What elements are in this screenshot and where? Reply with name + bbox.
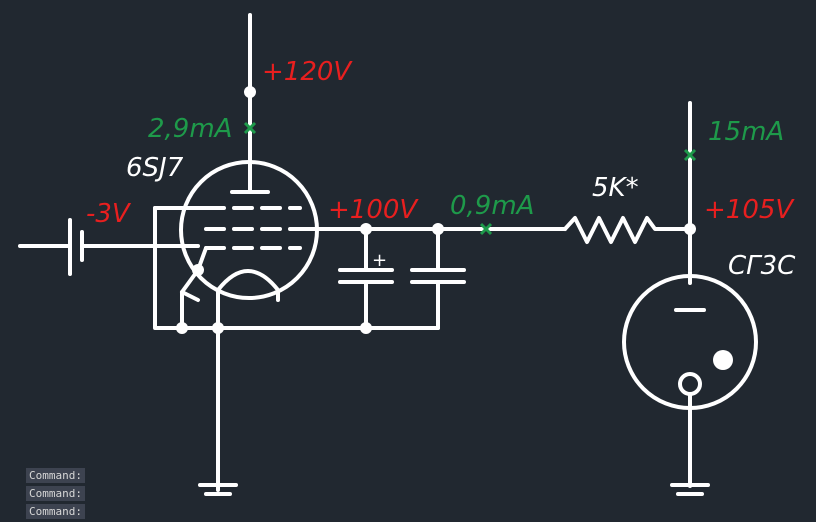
command-line: Command: [26,486,85,501]
current-marker-screen [479,222,493,236]
command-line: Command: [26,468,85,483]
current-marker-regulator [683,148,697,162]
label-tube-type: 6SJ7 [126,153,184,183]
ground-return-wire [153,206,440,492]
capacitor-film [410,227,466,330]
label-regulator-voltage: +105V [704,195,795,225]
command-line: Command: [26,504,85,519]
regulator-tube-sg3s [622,274,758,488]
capacitor-electrolytic [338,227,394,330]
label-capacitor-polarity: + [372,250,387,271]
label-regulator-current: 15mA [708,117,784,147]
ground-symbol-right [670,483,710,496]
label-regulator-type: СГ3С [728,251,796,281]
tube-cathode [216,269,280,312]
resistor-5k [563,216,692,244]
tube-grids [204,206,302,250]
command-history: Command: Command: Command: [26,468,85,522]
label-tube-current: 2,9mA [148,114,232,144]
label-supply-voltage: +120V [262,57,353,87]
ground-symbol-left [198,483,238,496]
label-grid-voltage: -3V [86,199,132,229]
label-screen-voltage: +100V [328,195,419,225]
label-screen-current: 0,9mA [450,191,534,221]
current-marker-tube [243,121,257,135]
label-resistor-value: 5K* [592,173,639,203]
regulator-supply-wire [684,101,696,285]
suppressor-link [180,246,208,302]
grid-bias-battery [18,218,200,276]
